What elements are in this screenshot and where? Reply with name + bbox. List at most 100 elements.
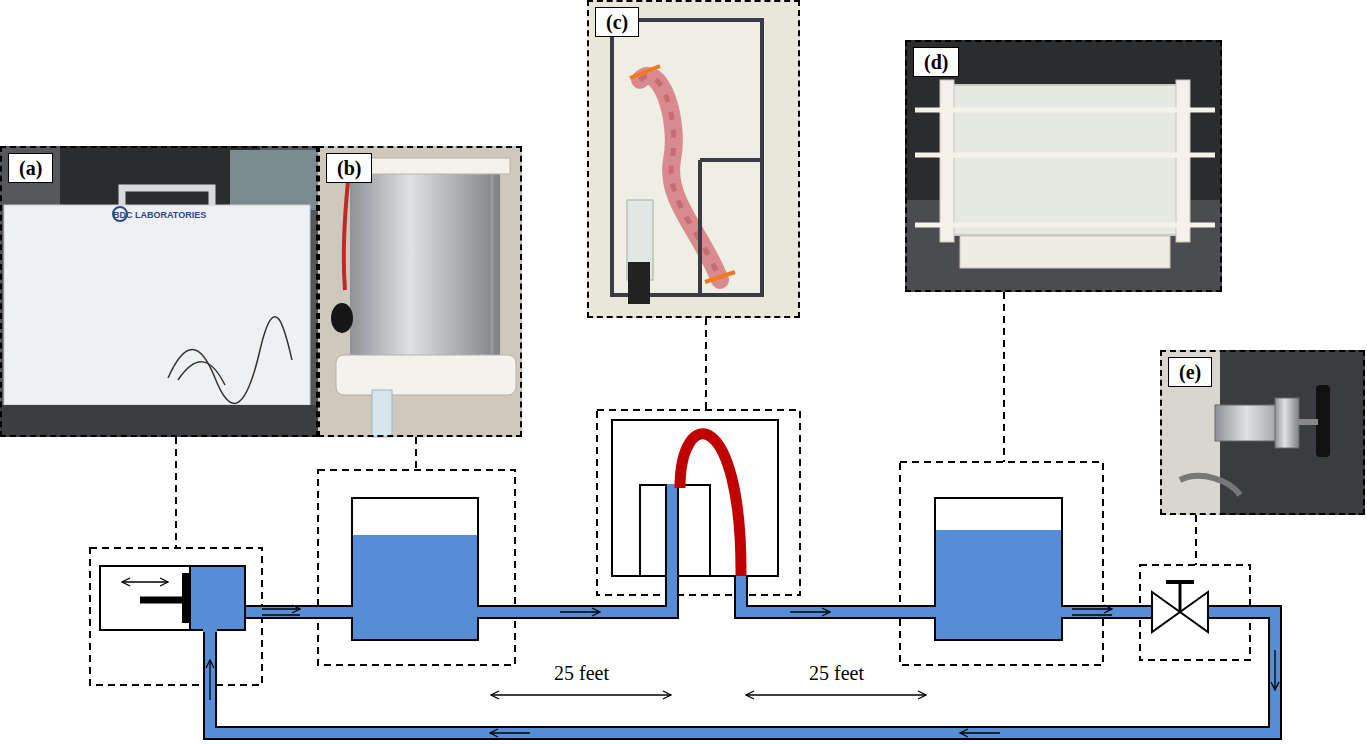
pipe: [210, 612, 1275, 733]
leader-line: [1195, 515, 1197, 565]
test-chamber-photo: [698, 160, 702, 295]
flow-arrow: [210, 609, 1275, 733]
reservoir-photo: [960, 236, 1170, 268]
reservoir-symbol: [352, 498, 478, 640]
valve-symbol: [1166, 580, 1194, 584]
test-chamber-photo: [705, 272, 735, 282]
pipe: [242, 607, 354, 617]
pump-photo: [0, 146, 318, 437]
photo-panel: (a): [0, 146, 318, 437]
photo-panel: (d): [905, 40, 1222, 292]
schematic-frame: [597, 410, 800, 595]
reservoir-photo: [905, 40, 1222, 292]
schematic-frame: [90, 410, 1250, 685]
photo-panel: (e): [1160, 350, 1365, 515]
photo-panel: (c): [587, 0, 800, 318]
leader-line: [705, 318, 707, 410]
panel-label: (e): [1168, 357, 1212, 387]
chamber-photo: [372, 390, 392, 437]
reservoir-symbol: [936, 530, 1061, 639]
valve-symbol: [1152, 592, 1180, 632]
flow-arrow: [790, 611, 830, 612]
pump-photo: [230, 150, 318, 210]
schematic-frame: [318, 470, 515, 665]
pump-symbol: [122, 581, 168, 583]
reservoir-photo: [915, 153, 1215, 158]
pump-symbol: [100, 566, 190, 630]
chamber-photo: [350, 168, 500, 368]
pump-chamber: [182, 566, 245, 632]
pump-symbol: [140, 597, 184, 604]
test-chamber-photo: [587, 0, 800, 318]
pump-photo: [4, 205, 310, 405]
schematic-frame: [90, 548, 262, 685]
leader-line: [175, 437, 177, 548]
dimension-arrow: [491, 694, 671, 696]
schematic-frame: [900, 462, 1103, 665]
chamber-photo: [336, 355, 516, 395]
valve-photo: [1316, 385, 1330, 457]
flow-arrow: [1072, 608, 1112, 609]
reservoir-photo: [1176, 80, 1190, 242]
valve-symbol: [1179, 582, 1182, 612]
valve-photo: [1160, 350, 1365, 515]
flow-arrow: [490, 732, 530, 733]
pump-chamber: [190, 566, 245, 630]
flow-arrow: [560, 611, 600, 612]
dimension-arrow: [746, 694, 926, 696]
pipe: [243, 605, 353, 619]
test-section-symbol: [612, 420, 778, 576]
reservoir-symbol: [935, 498, 1062, 640]
pump-photo: [122, 188, 212, 205]
aorta-tube: [680, 434, 741, 576]
test-chamber-photo: [612, 20, 762, 295]
chamber-photo: [318, 146, 522, 437]
pipe: [210, 612, 1275, 733]
reservoir-photo: [905, 40, 1222, 292]
chamber-photo: [491, 174, 494, 355]
panel-label: (b): [326, 153, 372, 183]
pipe: [1061, 605, 1152, 619]
reservoir-photo: [915, 223, 1215, 228]
reservoir-symbol: [353, 535, 477, 639]
valve-photo: [1160, 350, 1220, 515]
flow-arrow: [262, 608, 300, 609]
pump-photo: [178, 362, 225, 385]
chamber-photo: [318, 146, 522, 437]
flow-arrow: [209, 660, 210, 700]
dimension-label: 25 feet: [551, 662, 612, 684]
pump-photo: [0, 405, 318, 437]
pipe: [477, 486, 672, 612]
valve-photo: [1275, 398, 1299, 448]
dimension-arrow: [491, 694, 926, 696]
flow-arrow: [1274, 650, 1275, 690]
leader-line: [1003, 292, 1005, 462]
valve-symbol: [1180, 592, 1208, 632]
pump-photo: [168, 317, 292, 404]
dimension-label: 25 feet: [806, 662, 867, 684]
valve-photo: [1298, 419, 1318, 425]
brand-label: BDC LABORATORIES: [113, 211, 206, 221]
pipe: [741, 577, 936, 612]
flow-arrow: [262, 614, 300, 615]
chamber-photo: [331, 303, 353, 333]
photo-panel: (b): [318, 146, 522, 437]
test-chamber-photo: [630, 66, 660, 78]
test-chamber-photo: [587, 0, 800, 318]
aorta-tube: [680, 434, 741, 576]
pump-chamber: [182, 573, 191, 623]
test-section-symbol: [612, 420, 778, 576]
test-chamber-photo: [700, 158, 762, 162]
valve-photo: [1160, 350, 1365, 515]
pump-photo: [0, 146, 318, 437]
pipe: [1060, 607, 1153, 617]
flow-arrow: [1072, 614, 1112, 615]
chamber-photo: [357, 174, 360, 355]
flow-arrow: [960, 732, 1000, 733]
valve-photo: [1180, 476, 1240, 495]
pipe: [741, 575, 937, 612]
valve-symbol: [1152, 582, 1208, 632]
pump-chamber: [203, 628, 217, 632]
test-chamber-photo: [628, 262, 650, 304]
reservoir-photo: [915, 108, 1215, 113]
